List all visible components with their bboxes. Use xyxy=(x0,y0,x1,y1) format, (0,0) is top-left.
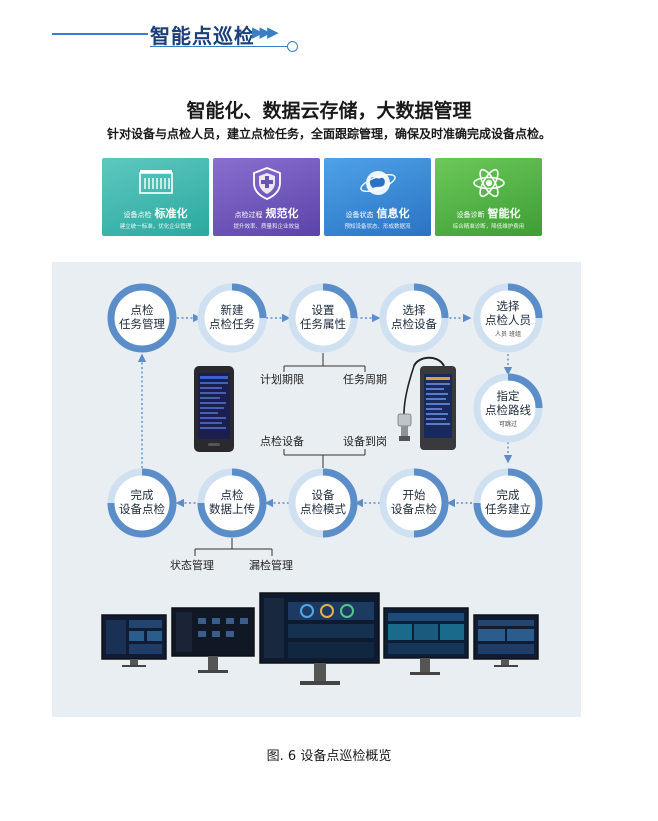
branch-label: 状态管理 xyxy=(170,558,214,572)
feature-card-standardization: 设备点检标准化 建立统一标准，优化企业管理 xyxy=(102,158,209,236)
node-start-inspection: 开始 设备点检 xyxy=(379,468,449,538)
node-label: 任务建立 xyxy=(485,502,531,516)
inspection-device-icon xyxy=(397,356,456,450)
node-label: 任务管理 xyxy=(119,317,165,331)
node-label: 点检任务 xyxy=(209,317,255,331)
feature-card-intelligence: 设备诊断智能化 综合精准诊断，降低维护费用 xyxy=(435,158,542,236)
handheld-terminal-icon xyxy=(194,366,234,452)
node-label: 点检设备 xyxy=(391,317,437,331)
flow-diagram: 点检 任务管理 新建 点检任务 设置 任务属性 选择 点检设备 选择 点检人员 … xyxy=(101,283,543,685)
monitor-icon xyxy=(473,614,539,667)
branch-label: 计划期限 xyxy=(260,373,304,386)
node-label: 开始 xyxy=(403,488,426,502)
node-select-device: 选择 点检设备 xyxy=(379,283,449,353)
card-prefix: 设备状态 xyxy=(345,211,374,219)
feature-card-informatization: 设备状态信息化 预知设备状态、形成数据流 xyxy=(324,158,431,236)
node-label: 设备点检 xyxy=(119,502,165,516)
node-label: 设置 xyxy=(312,303,335,317)
node-label: 选择 xyxy=(497,299,520,313)
monitor-icon xyxy=(383,607,469,675)
card-prefix: 设备点检 xyxy=(123,211,152,219)
node-label: 指定 xyxy=(497,389,520,403)
node-label: 设备点检 xyxy=(391,502,437,516)
node-task-established: 完成 任务建立 xyxy=(473,468,543,538)
node-label: 完成 xyxy=(131,488,154,502)
node-sublabel: 人员 班组 xyxy=(495,330,521,338)
node-label: 新建 xyxy=(221,303,244,317)
figure-caption: 图. 6 设备点巡检概览 xyxy=(266,749,392,764)
subline: 针对设备与点检人员，建立点检任务，全面跟踪管理，确保及时准确完成设备点检。 xyxy=(106,127,551,141)
node-label: 选择 xyxy=(403,303,426,317)
ruler-icon xyxy=(102,165,209,203)
node-select-staff: 选择 点检人员 人员 班组 xyxy=(473,283,543,353)
node-label: 点检路线 xyxy=(485,403,531,417)
card-desc: 预知设备状态、形成数据流 xyxy=(344,224,411,230)
card-title: 智能化 xyxy=(487,207,521,220)
globe-icon xyxy=(324,165,431,203)
node-label: 点检模式 xyxy=(300,502,346,516)
headline: 智能化、数据云存储，大数据管理 xyxy=(186,100,472,122)
monitor-icon xyxy=(101,614,167,667)
banner-line-bottom xyxy=(150,46,290,47)
flow-panel: 点检 任务管理 新建 点检任务 设置 任务属性 选择 点检设备 选择 点检人员 … xyxy=(52,262,581,717)
atom-icon xyxy=(435,165,542,203)
monitor-icon xyxy=(259,592,380,685)
flow-connectors xyxy=(137,313,513,508)
node-label: 完成 xyxy=(497,488,520,502)
node-finish-inspection: 完成 设备点检 xyxy=(107,468,177,538)
card-prefix: 点检过程 xyxy=(234,211,263,219)
banner-title: 智能点巡检 xyxy=(150,24,255,48)
branch-label: 任务周期 xyxy=(343,373,387,386)
branch-label: 点检设备 xyxy=(260,434,304,448)
banner-circle-icon xyxy=(287,41,298,52)
card-title: 信息化 xyxy=(376,207,410,220)
card-desc: 提升效率、质量和企业效益 xyxy=(233,224,300,230)
node-sublabel: 可跳过 xyxy=(499,420,517,428)
node-label: 数据上传 xyxy=(209,502,255,516)
banner-line-left xyxy=(52,33,148,35)
node-new-task: 新建 点检任务 xyxy=(197,283,267,353)
card-desc: 建立统一标准，优化企业管理 xyxy=(119,224,192,230)
banner-arrows-icon: ▶▶▶ xyxy=(252,23,279,41)
branch-label: 漏检管理 xyxy=(249,558,293,572)
shield-icon xyxy=(213,165,320,203)
branch-label: 设备到岗 xyxy=(343,434,387,448)
card-prefix: 设备诊断 xyxy=(456,211,485,219)
node-task-attributes: 设置 任务属性 xyxy=(288,283,358,353)
node-data-upload: 点检 数据上传 xyxy=(197,468,267,538)
node-label: 设备 xyxy=(312,488,335,502)
node-label: 点检人员 xyxy=(485,313,531,327)
card-title: 规范化 xyxy=(265,207,299,220)
node-label: 点检 xyxy=(221,488,244,502)
node-route: 指定 点检路线 可跳过 xyxy=(473,373,543,443)
branch-lines xyxy=(194,353,366,556)
node-task-management: 点检 任务管理 xyxy=(107,283,177,353)
card-title: 标准化 xyxy=(154,207,188,220)
feature-card-normalization: 点检过程规范化 提升效率、质量和企业效益 xyxy=(213,158,320,236)
node-inspection-mode: 设备 点检模式 xyxy=(288,468,358,538)
node-label: 任务属性 xyxy=(300,317,346,331)
card-desc: 综合精准诊断，降低维护费用 xyxy=(452,224,525,230)
monitor-icon xyxy=(171,607,255,673)
node-label: 点检 xyxy=(131,303,154,317)
